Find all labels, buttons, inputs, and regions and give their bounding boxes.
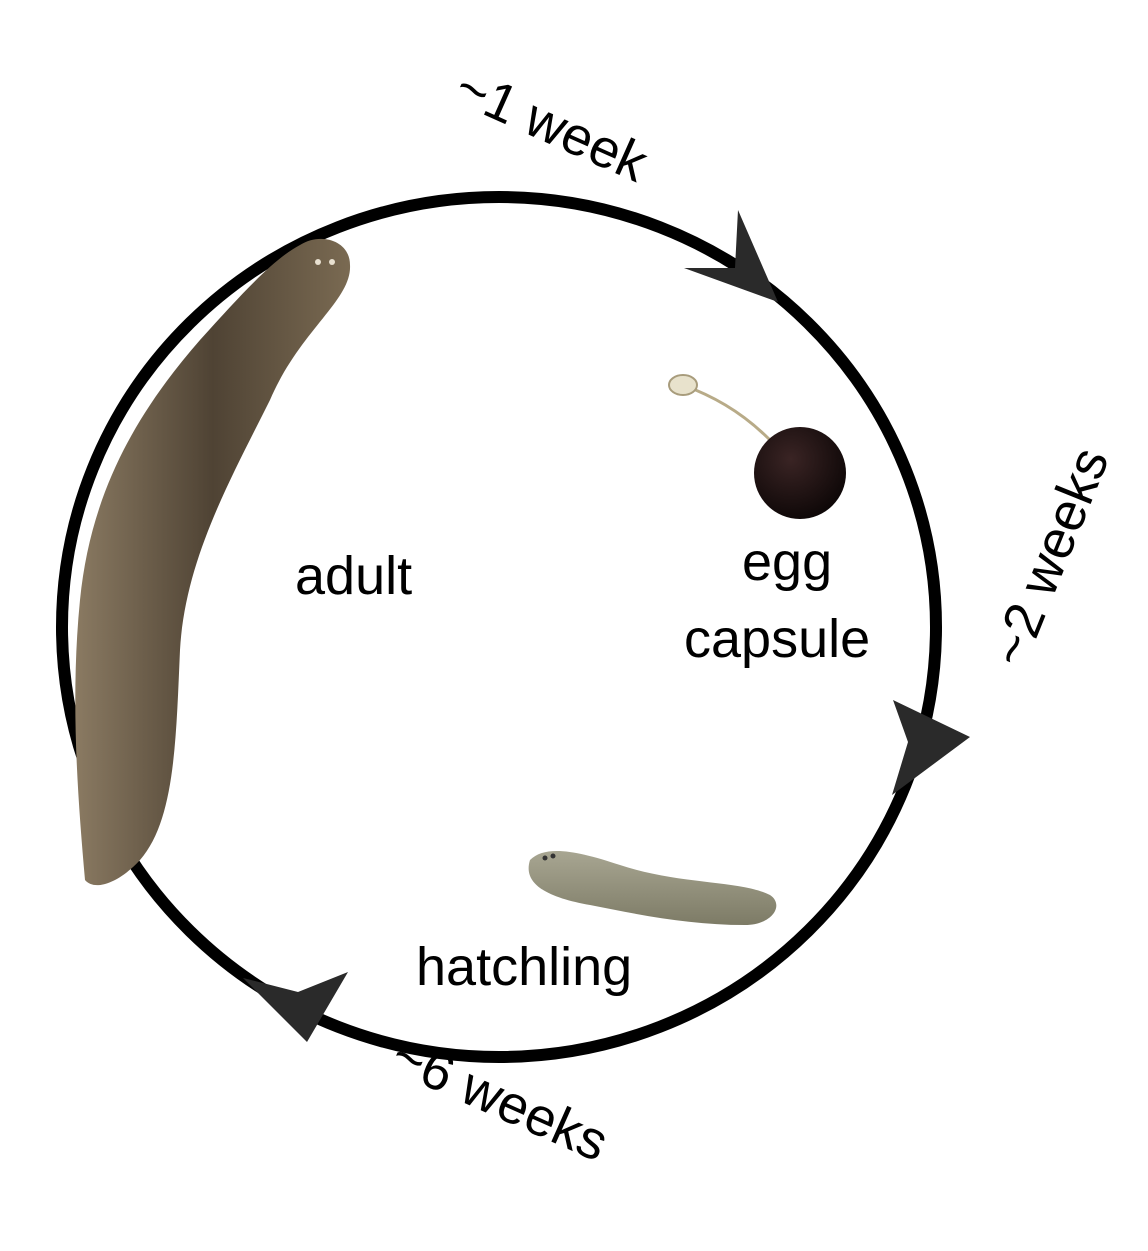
adult-worm-image — [75, 238, 351, 886]
cycle-circle — [56, 191, 942, 1063]
stage-label-hatchling: hatchling — [416, 937, 633, 997]
egg-capsule-image — [668, 374, 846, 519]
arrowhead-egg-to-hatchling — [892, 700, 970, 795]
arrowhead-adult-to-egg — [684, 210, 778, 302]
stage-label-capsule: capsule — [684, 609, 871, 669]
arrowhead-hatchling-to-adult — [243, 972, 348, 1042]
stage-label-adult: adult — [295, 546, 413, 606]
hatchling-image — [528, 850, 777, 925]
stage-label-egg: egg — [742, 532, 833, 592]
